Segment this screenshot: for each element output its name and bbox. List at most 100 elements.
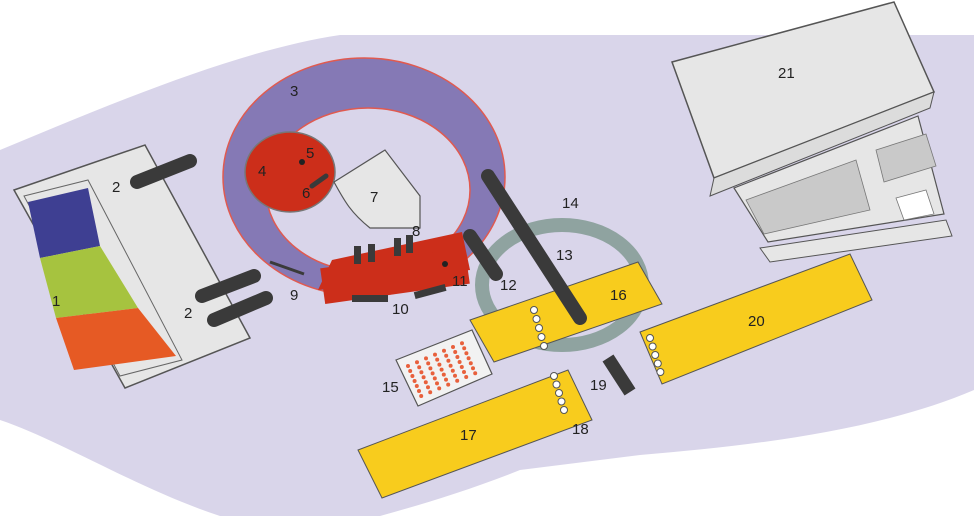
reagent-slot-blue	[28, 188, 100, 258]
microplate-well	[439, 367, 444, 372]
label-11: 11	[452, 273, 468, 290]
microplate-well	[450, 368, 455, 373]
arm-12-short	[463, 229, 503, 281]
microplate-well	[446, 358, 451, 363]
microplate-well	[421, 375, 426, 380]
microplate-well	[424, 356, 428, 361]
strip-dot	[537, 333, 546, 341]
label-14: 14	[562, 195, 579, 212]
microplate-well	[471, 366, 475, 371]
microplate-well	[460, 341, 464, 346]
microplate-well	[435, 357, 440, 362]
strip20-dot	[653, 359, 662, 368]
microplate-well	[451, 345, 455, 349]
ring-dot	[442, 261, 448, 267]
label-12: 12	[500, 277, 517, 294]
label-1: 1	[52, 293, 60, 310]
label-20: 20	[748, 313, 765, 330]
sample-strip-20	[639, 253, 873, 385]
sample-strip-17	[357, 369, 593, 499]
strip17-dot	[560, 406, 568, 414]
microplate	[395, 329, 493, 407]
pipette-1	[354, 246, 361, 264]
microplate-well	[410, 374, 415, 378]
microplate-well	[462, 370, 466, 374]
microplate-well	[459, 365, 464, 369]
label-16: 16	[610, 287, 627, 304]
label-18: 18	[572, 421, 589, 438]
strip17-dot	[552, 380, 561, 389]
strip20-dot	[656, 368, 665, 376]
strip-dot	[530, 306, 538, 314]
microplate-well	[453, 373, 457, 378]
strip-dot	[540, 342, 548, 350]
grey-flap	[333, 149, 421, 229]
microplate-well	[453, 350, 458, 354]
label-7: 7	[370, 189, 378, 206]
microplate-well	[428, 390, 433, 395]
computer-base	[759, 219, 953, 263]
label-3: 3	[290, 83, 298, 100]
microplate-well	[468, 361, 473, 366]
red-disc	[244, 131, 336, 213]
strip17-sample-dots	[550, 372, 568, 414]
strip20-dot	[646, 334, 654, 342]
label-15: 15	[382, 379, 399, 396]
microplate-well	[435, 381, 439, 386]
microplate-well	[464, 375, 469, 379]
keyboard-keys-side	[875, 133, 937, 183]
microplate-well	[426, 361, 431, 366]
microplate-well	[455, 355, 460, 359]
microplate-well	[455, 378, 460, 383]
microplate-well	[417, 389, 421, 393]
label-6: 6	[302, 185, 310, 202]
label-9: 9	[290, 287, 298, 304]
microplate-well	[464, 351, 469, 356]
microplate-well	[444, 377, 448, 382]
label-5: 5	[306, 145, 314, 162]
strip-dot	[532, 315, 541, 323]
label-10: 10	[392, 301, 409, 318]
microplate-well	[437, 386, 442, 391]
microplate-well	[417, 365, 422, 370]
microplate-well	[473, 371, 478, 376]
keyboard-keys-main	[745, 159, 871, 235]
strip17-dot	[555, 389, 563, 397]
disc-center-dot	[299, 159, 305, 165]
microplate-well	[437, 362, 442, 367]
strip17-dot	[550, 372, 558, 380]
microplate-well	[414, 384, 419, 388]
microplate-well	[419, 370, 424, 375]
pipette-3	[394, 238, 401, 256]
strip20-dot	[648, 342, 657, 351]
microplate-well	[441, 372, 446, 377]
disc-arm	[309, 173, 329, 189]
microplate-well	[448, 363, 453, 368]
reagent-slot-green	[40, 246, 138, 318]
microplate-well	[423, 380, 428, 385]
ring-sensor	[269, 260, 305, 276]
label-2-lower: 2	[184, 305, 192, 322]
pipette-2	[368, 244, 375, 262]
reagent-probe-lower	[207, 291, 273, 327]
computer-monitor-base	[709, 91, 935, 197]
incubation-ring	[222, 57, 506, 297]
strip20-dot	[651, 351, 660, 359]
microplate-well	[428, 366, 433, 371]
microplate-well	[462, 346, 467, 351]
bar-10-right	[413, 283, 447, 300]
microplate-well	[430, 371, 435, 376]
strip20-sample-dots	[646, 334, 665, 376]
strip-dot	[535, 324, 543, 332]
microplate-well	[444, 353, 449, 358]
transfer-arm	[481, 169, 587, 325]
pipette-4	[406, 235, 413, 253]
microplate-wells	[406, 341, 478, 398]
label-17: 17	[460, 427, 477, 444]
label-8: 8	[412, 223, 420, 240]
microplate-well	[442, 348, 446, 353]
strip-sample-dots	[530, 306, 548, 350]
reagent-probe-middle	[195, 269, 261, 303]
